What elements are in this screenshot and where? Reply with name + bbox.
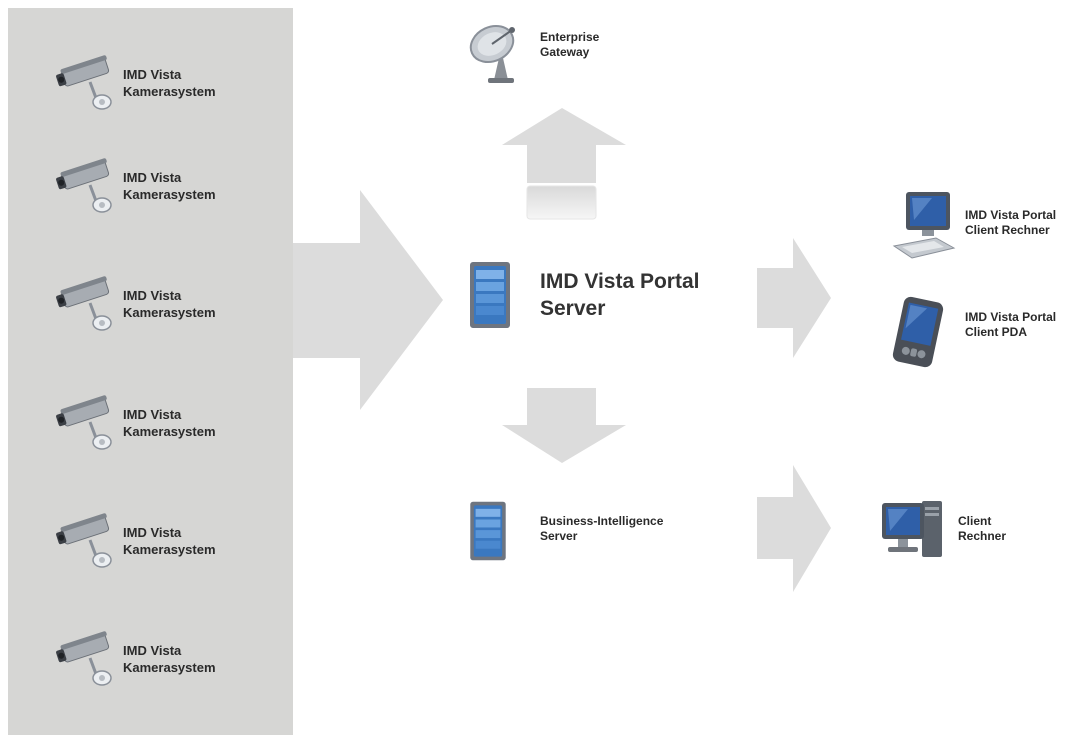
desktop-computer-icon bbox=[892, 192, 956, 259]
portal-server-line1: IMD Vista Portal bbox=[540, 270, 700, 293]
client-rechner-label: IMD Vista Portal Client Rechner bbox=[965, 208, 1056, 238]
arrow-server-to-gateway bbox=[502, 108, 626, 183]
camera-label-line1: IMD Vista bbox=[123, 525, 182, 540]
camera-label-line2: Kamerasystem bbox=[123, 660, 216, 675]
camera-label-line1: IMD Vista bbox=[123, 170, 182, 185]
server-icon bbox=[470, 262, 510, 328]
gateway-label-line1: Enterprise bbox=[540, 30, 600, 44]
gateway-label: Enterprise Gateway bbox=[540, 30, 599, 60]
client-pda-label: IMD Vista Portal Client PDA bbox=[965, 310, 1056, 340]
camera-label-line2: Kamerasystem bbox=[123, 424, 216, 439]
security-camera-icon bbox=[52, 628, 118, 695]
workstation-icon bbox=[882, 501, 942, 557]
arrow-cameras-to-server bbox=[293, 190, 443, 410]
security-camera-icon bbox=[52, 155, 118, 222]
client-pda-line1: IMD Vista Portal bbox=[965, 310, 1057, 324]
security-camera-icon bbox=[52, 273, 118, 340]
camera-label-line2: Kamerasystem bbox=[123, 542, 216, 557]
satellite-dish-icon bbox=[469, 25, 515, 83]
security-camera-icon bbox=[52, 392, 118, 459]
gateway-label-line2: Gateway bbox=[540, 45, 590, 59]
bi-server-line2: Server bbox=[540, 529, 578, 543]
client-rechner-line1: IMD Vista Portal bbox=[965, 208, 1057, 222]
portal-server-label: IMD Vista Portal Server bbox=[540, 268, 700, 322]
camera-panel bbox=[8, 8, 293, 735]
pda-icon bbox=[892, 296, 944, 368]
camera-label-line1: IMD Vista bbox=[123, 288, 182, 303]
security-camera-icon bbox=[52, 510, 118, 577]
server-icon bbox=[470, 501, 506, 561]
client-pda-line2: Client PDA bbox=[965, 325, 1028, 339]
portal-server-line2: Server bbox=[540, 297, 606, 320]
camera-label-line2: Kamerasystem bbox=[123, 187, 216, 202]
security-camera-icon bbox=[52, 52, 118, 119]
camera-label-line2: Kamerasystem bbox=[123, 305, 216, 320]
bi-server-line1: Business-Intelligence bbox=[540, 514, 664, 528]
arrow-server-to-bi bbox=[502, 388, 626, 463]
arrow-bi-to-client bbox=[757, 465, 831, 592]
camera-label-line1: IMD Vista bbox=[123, 407, 182, 422]
camera-label-line1: IMD Vista bbox=[123, 67, 182, 82]
client-bi-label: Client Rechner bbox=[958, 514, 1006, 544]
client-bi-line2: Rechner bbox=[958, 529, 1007, 543]
client-rechner-line2: Client Rechner bbox=[965, 223, 1050, 237]
bi-server-label: Business-Intelligence Server bbox=[540, 514, 663, 544]
arrow-gateway-shaft-fade bbox=[526, 185, 597, 220]
client-bi-line1: Client bbox=[958, 514, 992, 528]
camera-label-line2: Kamerasystem bbox=[123, 84, 216, 99]
arrow-server-to-clients bbox=[757, 238, 831, 358]
camera-label-line1: IMD Vista bbox=[123, 643, 182, 658]
